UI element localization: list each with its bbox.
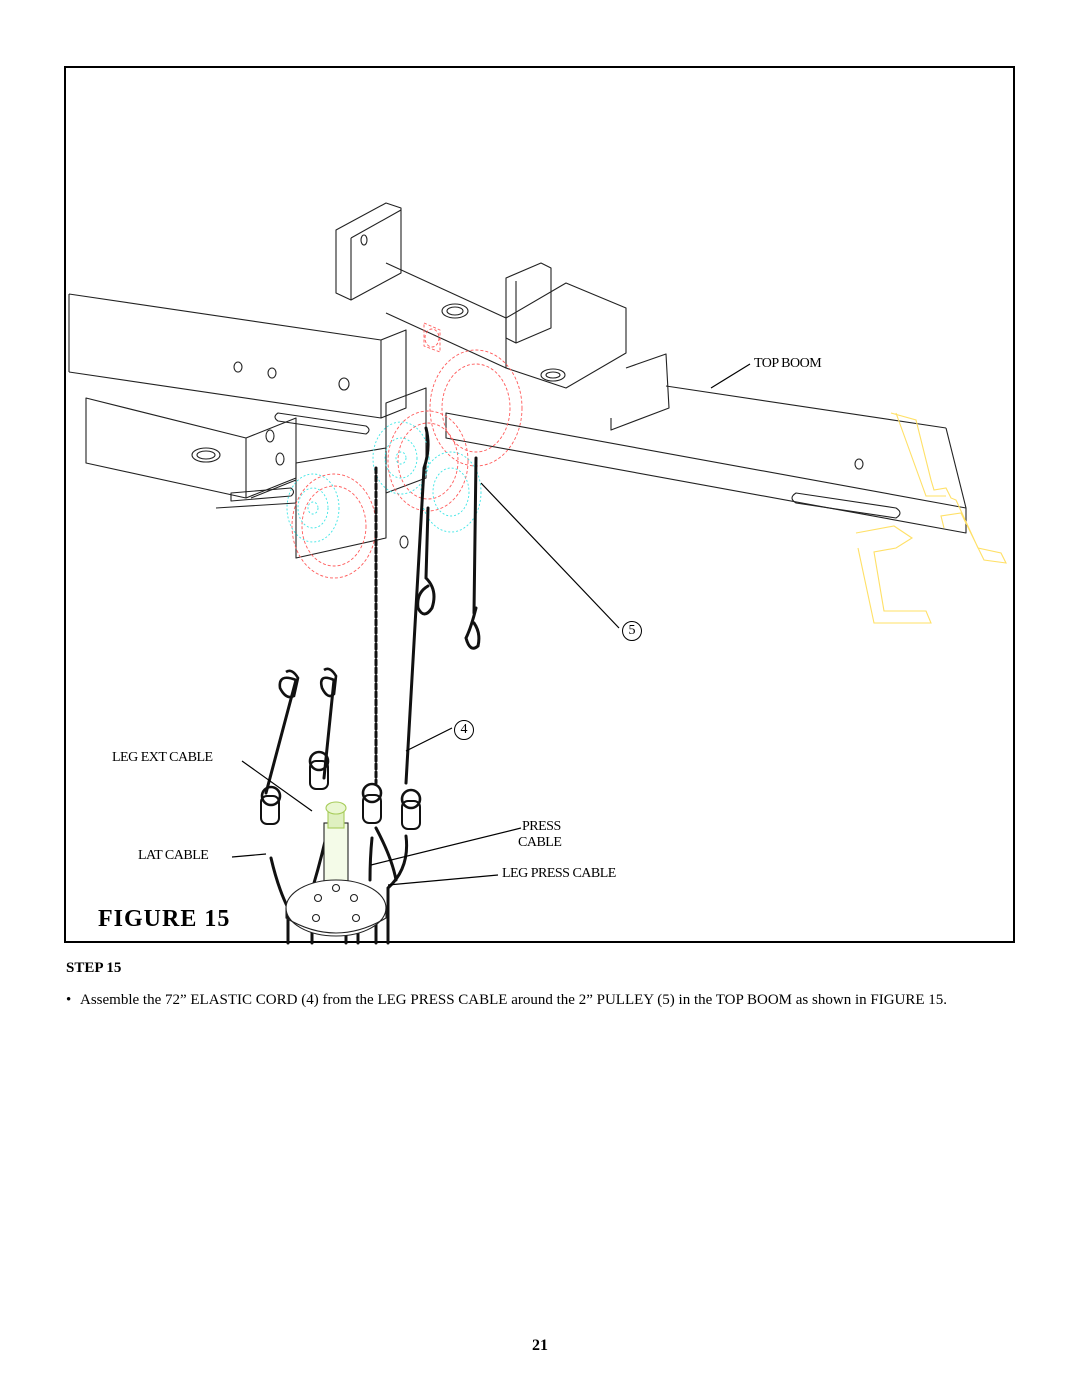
page-number: 21 bbox=[532, 1337, 548, 1354]
cable-label-line2: CABLE bbox=[518, 835, 562, 850]
figure-frame: TOP BOOM 5 4 LEG EXT CABLE LAT CABLE PRE… bbox=[64, 66, 1015, 945]
lat-beam bbox=[68, 293, 382, 419]
step-heading: STEP 15 bbox=[66, 960, 122, 976]
leader-top-boom bbox=[710, 363, 751, 389]
instruction-text: Assemble the 72” ELASTIC CORD (4) from t… bbox=[80, 992, 948, 1008]
part-5-number: 5 bbox=[622, 621, 642, 641]
leader-press-cable bbox=[370, 827, 522, 866]
step-instruction: • Assemble the 72” ELASTIC CORD (4) from… bbox=[66, 990, 996, 1010]
press-label-line1: PRESS bbox=[522, 819, 561, 834]
top-boom bbox=[445, 412, 967, 534]
leg-press-cable-label: LEG PRESS CABLE bbox=[502, 866, 616, 881]
leader-pulley bbox=[480, 482, 620, 629]
assembly-diagram bbox=[68, 202, 1007, 945]
top-boom-label: TOP BOOM bbox=[754, 356, 822, 371]
leader-leg-press-cable bbox=[387, 874, 499, 886]
leg-ext-cable-label: LEG EXT CABLE bbox=[112, 750, 213, 765]
leader-elastic-cord bbox=[405, 727, 453, 752]
part-4-number: 4 bbox=[454, 720, 474, 740]
lat-cable-label: LAT CABLE bbox=[138, 848, 209, 863]
leader-leg-ext-cable bbox=[241, 760, 313, 812]
figure-title: FIGURE 15 bbox=[98, 906, 231, 932]
leader-lat-cable bbox=[231, 853, 267, 858]
bullet-icon: • bbox=[66, 992, 72, 1008]
